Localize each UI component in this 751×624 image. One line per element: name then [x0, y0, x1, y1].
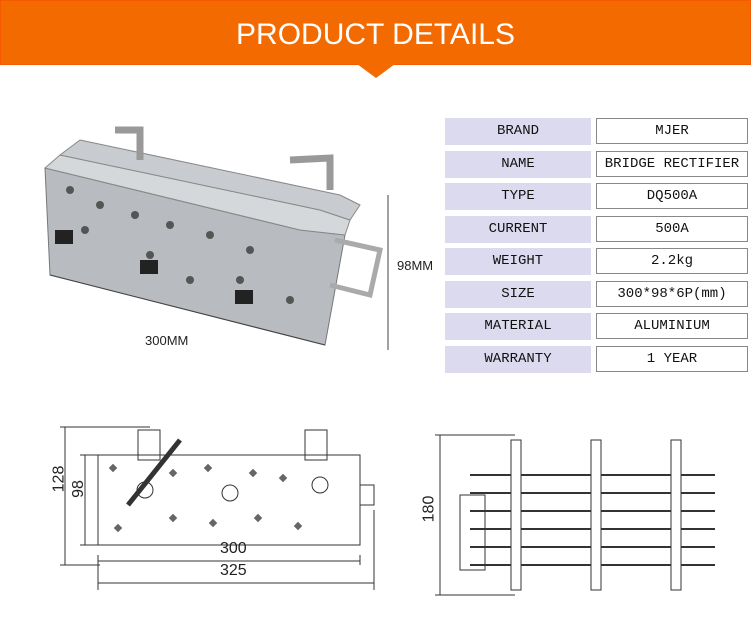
photo-height-label: 98MM	[397, 258, 434, 273]
spec-label: TYPE	[445, 183, 591, 210]
dim-300: 300	[220, 540, 247, 557]
spec-value: 300*98*6P(mm)	[596, 280, 748, 307]
spec-value: 1 YEAR	[596, 345, 748, 372]
spec-value: DQ500A	[596, 183, 748, 209]
spec-label: WEIGHT	[445, 248, 591, 275]
spec-value: 2.2kg	[596, 248, 748, 274]
front-view-drawing	[60, 426, 375, 590]
page-title: PRODUCT DETAILS	[236, 18, 515, 51]
photo-width-label: 300MM	[145, 333, 189, 348]
dim-180: 180	[420, 495, 438, 523]
product-photo	[43, 126, 389, 350]
spec-label: CURRENT	[445, 215, 591, 243]
spec-label: BRAND	[445, 118, 591, 145]
banner-pointer	[357, 64, 395, 78]
dim-128: 128	[50, 465, 68, 493]
side-view-drawing	[435, 434, 715, 596]
spec-value: ALUMINIUM	[596, 313, 748, 339]
spec-value: MJER	[596, 118, 748, 144]
spec-label: MATERIAL	[445, 313, 591, 340]
spec-label: SIZE	[445, 280, 591, 308]
dim-325: 325	[220, 562, 247, 579]
spec-label: NAME	[445, 150, 591, 178]
spec-value: 500A	[596, 215, 748, 242]
header-banner: PRODUCT DETAILS	[0, 0, 751, 65]
dim-98: 98	[69, 480, 87, 498]
spec-label: WARRANTY	[445, 345, 591, 373]
spec-value: BRIDGE RECTIFIER	[596, 150, 748, 177]
